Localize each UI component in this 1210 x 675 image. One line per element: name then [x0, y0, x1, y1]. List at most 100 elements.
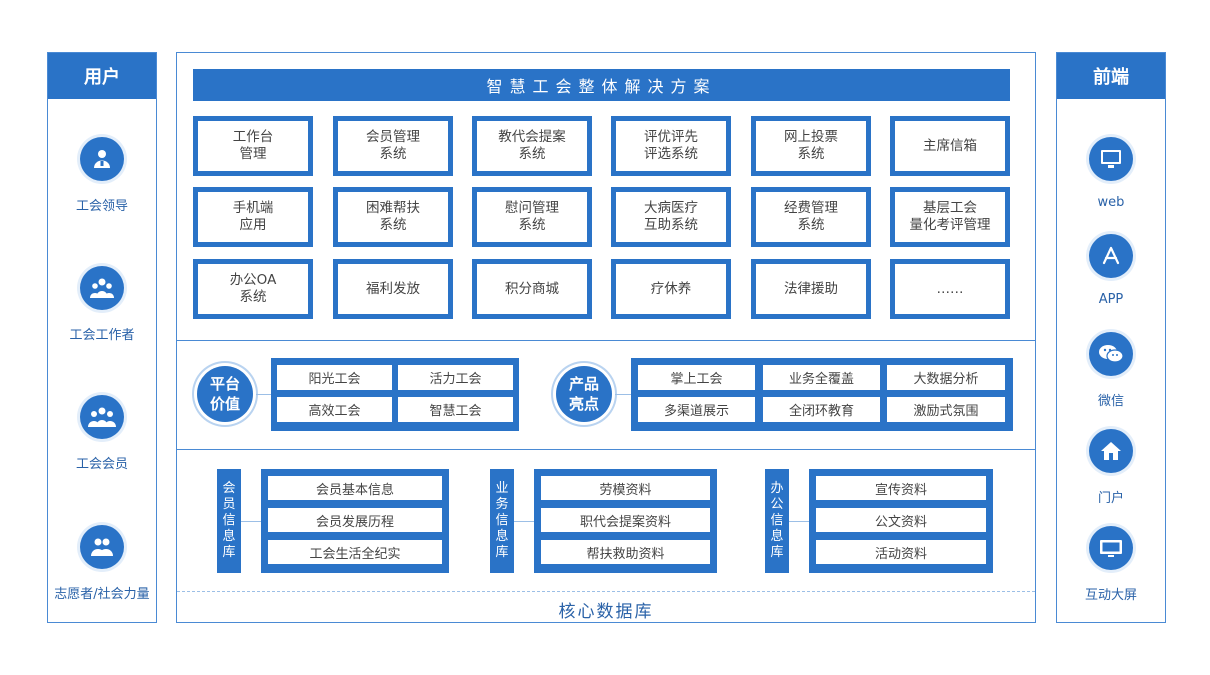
system-box: 会员管理 系统 — [333, 116, 453, 176]
user-panel: 用户 工会领导 工会工作者 工会会员 志愿者/社会力量 — [47, 52, 157, 623]
db-chip: 职代会提案资料 — [541, 508, 710, 532]
frontend-item-portal: 门户 — [1057, 429, 1165, 506]
leader-icon — [80, 137, 124, 181]
system-box: 疗休养 — [611, 259, 731, 319]
system-label: 评优评先 评选系统 — [616, 121, 726, 171]
system-box: 评优评先 评选系统 — [611, 116, 731, 176]
system-box: 大病医疗 互助系统 — [611, 187, 731, 247]
frontend-item-label: 门户 — [1097, 491, 1124, 506]
frontend-panel: 前端 web APP 微信 门户 互动大屏 — [1056, 52, 1166, 623]
system-label: 主席信箱 — [895, 121, 1005, 171]
member-db-label: 会员信息库 — [217, 469, 241, 573]
monitor-icon — [1089, 137, 1133, 181]
core-db-divider — [177, 591, 1035, 592]
value-chip: 高效工会 — [277, 397, 392, 422]
user-item-member: 工会会员 — [48, 395, 156, 472]
wechat-icon — [1089, 332, 1133, 376]
volunteers-icon — [80, 525, 124, 569]
frontend-item-label: 互动大屏 — [1084, 588, 1137, 603]
db-chip: 公文资料 — [816, 508, 986, 532]
product-highlight-badge: 产品 亮点 — [556, 366, 612, 422]
db-chip: 活动资料 — [816, 540, 986, 564]
system-label: 经费管理 系统 — [756, 192, 866, 242]
frontend-item-wechat: 微信 — [1057, 332, 1165, 409]
system-box: …… — [890, 259, 1010, 319]
user-item-label: 志愿者/社会力量 — [54, 587, 150, 602]
system-box: 办公OA 系统 — [193, 259, 313, 319]
system-box: 困难帮扶 系统 — [333, 187, 453, 247]
members-icon — [80, 395, 124, 439]
highlight-chip: 业务全覆盖 — [763, 365, 880, 390]
system-label: 困难帮扶 系统 — [338, 192, 448, 242]
system-label: 办公OA 系统 — [198, 264, 308, 314]
highlight-chip: 全闭环教育 — [763, 397, 880, 422]
system-label: 手机端 应用 — [198, 192, 308, 242]
connector-line — [514, 521, 534, 522]
value-chip: 智慧工会 — [398, 397, 513, 422]
platform-value-badge: 平台 价值 — [197, 366, 253, 422]
section-divider — [177, 340, 1035, 341]
system-label: 疗休养 — [616, 264, 726, 314]
business-db-panel: 劳模资料 职代会提案资料 帮扶救助资料 — [534, 469, 717, 573]
office-db-panel: 宣传资料 公文资料 活动资料 — [809, 469, 993, 573]
db-chip: 会员发展历程 — [268, 508, 442, 532]
value-chip: 阳光工会 — [277, 365, 392, 390]
system-label: 基层工会 量化考评管理 — [895, 192, 1005, 242]
system-label: 法律援助 — [756, 264, 866, 314]
system-label: 大病医疗 互助系统 — [616, 192, 726, 242]
home-icon — [1089, 429, 1133, 473]
office-db-label: 办公信息库 — [765, 469, 789, 573]
user-item-label: 工会会员 — [75, 457, 128, 472]
frontend-item-label: web — [1097, 195, 1125, 210]
system-box: 经费管理 系统 — [751, 187, 871, 247]
system-box: 福利发放 — [333, 259, 453, 319]
system-label: 工作台 管理 — [198, 121, 308, 171]
connector-line — [615, 394, 631, 395]
frontend-item-web: web — [1057, 137, 1165, 210]
frontend-panel-title: 前端 — [1057, 53, 1165, 99]
system-box: 教代会提案 系统 — [472, 116, 592, 176]
highlight-chip: 多渠道展示 — [638, 397, 755, 422]
system-label: 网上投票 系统 — [756, 121, 866, 171]
worker-group-icon — [80, 266, 124, 310]
core-database-label: 核心数据库 — [558, 602, 654, 622]
system-box: 法律援助 — [751, 259, 871, 319]
user-item-leader: 工会领导 — [48, 137, 156, 214]
db-chip: 会员基本信息 — [268, 476, 442, 500]
db-chip: 劳模资料 — [541, 476, 710, 500]
app-store-icon — [1089, 234, 1133, 278]
system-box: 主席信箱 — [890, 116, 1010, 176]
solution-frame: 智慧工会整体解决方案 工作台 管理 会员管理 系统 教代会提案 系统 评优评先 … — [176, 52, 1036, 623]
system-label: 会员管理 系统 — [338, 121, 448, 171]
user-item-worker: 工会工作者 — [48, 266, 156, 343]
connector-line — [789, 521, 809, 522]
db-chip: 帮扶救助资料 — [541, 540, 710, 564]
system-box: 工作台 管理 — [193, 116, 313, 176]
frontend-item-label: 微信 — [1097, 394, 1124, 409]
frontend-item-app: APP — [1057, 234, 1165, 307]
member-db-panel: 会员基本信息 会员发展历程 工会生活全纪实 — [261, 469, 449, 573]
db-chip: 工会生活全纪实 — [268, 540, 442, 564]
system-box: 基层工会 量化考评管理 — [890, 187, 1010, 247]
highlight-chip: 激励式氛围 — [887, 397, 1005, 422]
system-label: 教代会提案 系统 — [477, 121, 587, 171]
db-chip: 宣传资料 — [816, 476, 986, 500]
section-divider — [177, 449, 1035, 450]
highlight-chip: 大数据分析 — [887, 365, 1005, 390]
highlight-chip: 掌上工会 — [638, 365, 755, 390]
user-item-volunteer: 志愿者/社会力量 — [48, 525, 156, 602]
system-label: 福利发放 — [338, 264, 448, 314]
system-box: 积分商城 — [472, 259, 592, 319]
user-item-label: 工会工作者 — [69, 328, 135, 343]
business-db-label: 业务信息库 — [490, 469, 514, 573]
system-box: 网上投票 系统 — [751, 116, 871, 176]
system-box: 慰问管理 系统 — [472, 187, 592, 247]
value-chip: 活力工会 — [398, 365, 513, 390]
frontend-item-label: APP — [1098, 292, 1124, 307]
solution-title: 智慧工会整体解决方案 — [193, 69, 1010, 101]
system-label: 积分商城 — [477, 264, 587, 314]
platform-value-panel: 阳光工会 活力工会 高效工会 智慧工会 — [271, 358, 519, 431]
system-label: 慰问管理 系统 — [477, 192, 587, 242]
product-highlight-panel: 掌上工会 业务全覆盖 大数据分析 多渠道展示 全闭环教育 激励式氛围 — [631, 358, 1013, 431]
user-item-label: 工会领导 — [75, 199, 128, 214]
